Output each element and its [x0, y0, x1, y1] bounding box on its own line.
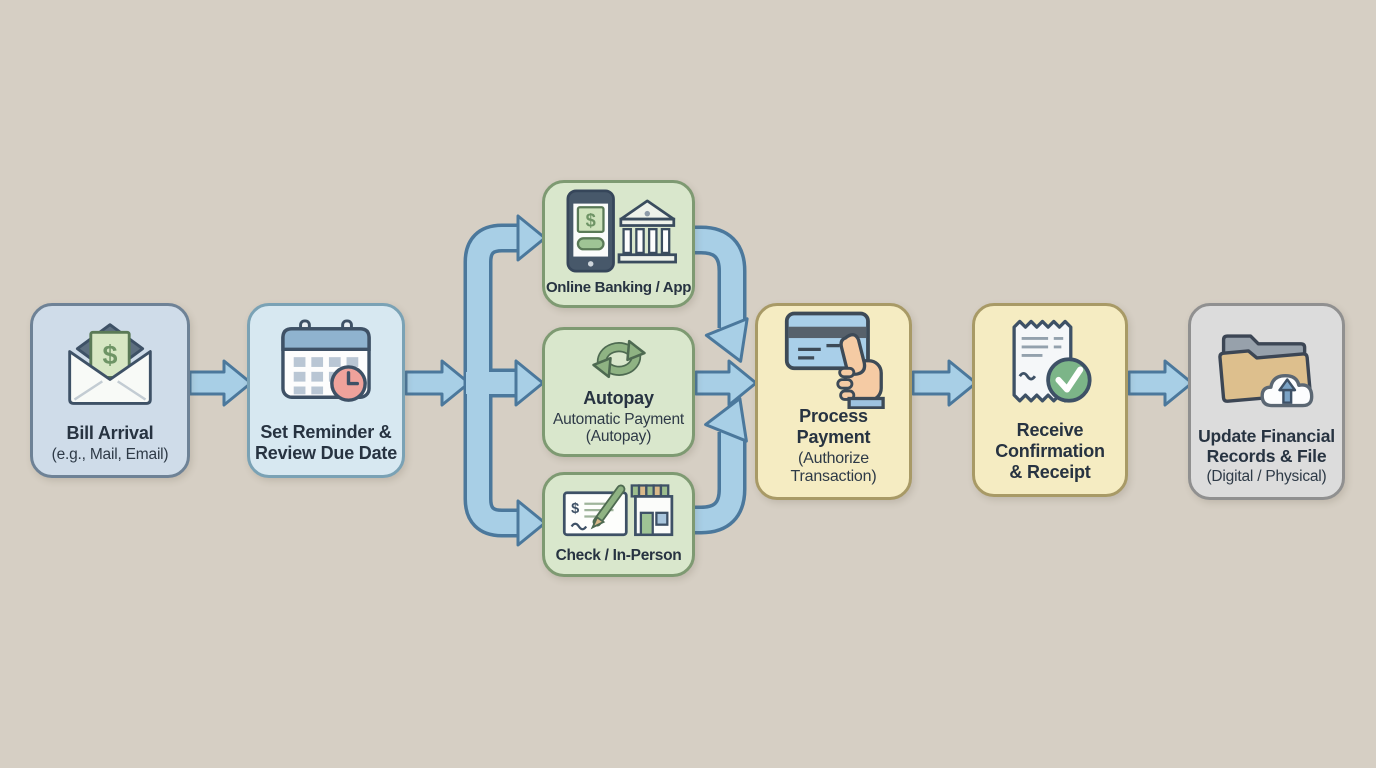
node-update-records: Update Financial Records & File (Digital… — [1188, 303, 1345, 500]
arrowhead-online-to-process — [704, 317, 749, 363]
node-title: Receive Confirmation & Receipt — [995, 420, 1105, 483]
check-store-icon: $ — [560, 475, 678, 547]
arrow-process-to-receive — [911, 359, 978, 407]
svg-text:$: $ — [103, 340, 118, 370]
node-receive-confirmation: Receive Confirmation & Receipt — [972, 303, 1128, 497]
arrow-receive-to-update — [1127, 359, 1194, 407]
node-online-banking: $ Online Banking / App — [542, 180, 695, 308]
arrowhead-to-autopay — [514, 359, 545, 407]
calendar-clock-icon — [275, 306, 377, 422]
arrow-reminder-to-branch — [404, 359, 471, 407]
node-subtitle: (e.g., Mail, Email) — [51, 446, 169, 464]
arrowhead-check-to-process — [704, 397, 748, 443]
node-title: Online Banking / App — [545, 278, 692, 296]
arrowhead-to-online-banking — [516, 214, 547, 262]
node-set-reminder: Set Reminder & Review Due Date — [247, 303, 405, 478]
card-hand-icon — [783, 306, 885, 409]
envelope-dollar-icon: $ — [62, 306, 158, 423]
node-title: Autopay — [583, 387, 654, 408]
node-title: Set Reminder & Review Due Date — [254, 422, 398, 464]
node-bill-arrival: $ Bill Arrival (e.g., Mail, Email) — [30, 303, 190, 478]
sync-arrows-icon — [576, 330, 662, 388]
node-autopay: Autopay Automatic Payment (Autopay) — [542, 327, 695, 457]
node-process-payment: Process Payment (Authorize Transaction) — [755, 303, 912, 500]
receipt-check-icon — [999, 306, 1101, 420]
folder-cloud-icon — [1212, 306, 1322, 426]
node-title: Check / In-Person — [555, 547, 682, 565]
node-subtitle: (Authorize Transaction) — [790, 449, 877, 485]
svg-text:$: $ — [585, 209, 595, 230]
arrow-autopay-to-process — [694, 359, 758, 407]
node-title: Bill Arrival — [66, 423, 154, 444]
arrow-bill-to-reminder — [188, 359, 253, 407]
branch-curves — [463, 214, 749, 547]
arrowhead-to-check — [516, 499, 547, 547]
node-check-in-person: $ Check / In-Person — [542, 472, 695, 577]
svg-text:$: $ — [571, 501, 579, 517]
node-title: Update Financial Records & File — [1198, 425, 1335, 467]
node-subtitle: (Digital / Physical) — [1206, 468, 1327, 486]
node-title: Process Payment — [796, 405, 871, 447]
phone-bank-icon: $ — [560, 183, 678, 279]
node-subtitle: Automatic Payment (Autopay) — [553, 410, 684, 446]
